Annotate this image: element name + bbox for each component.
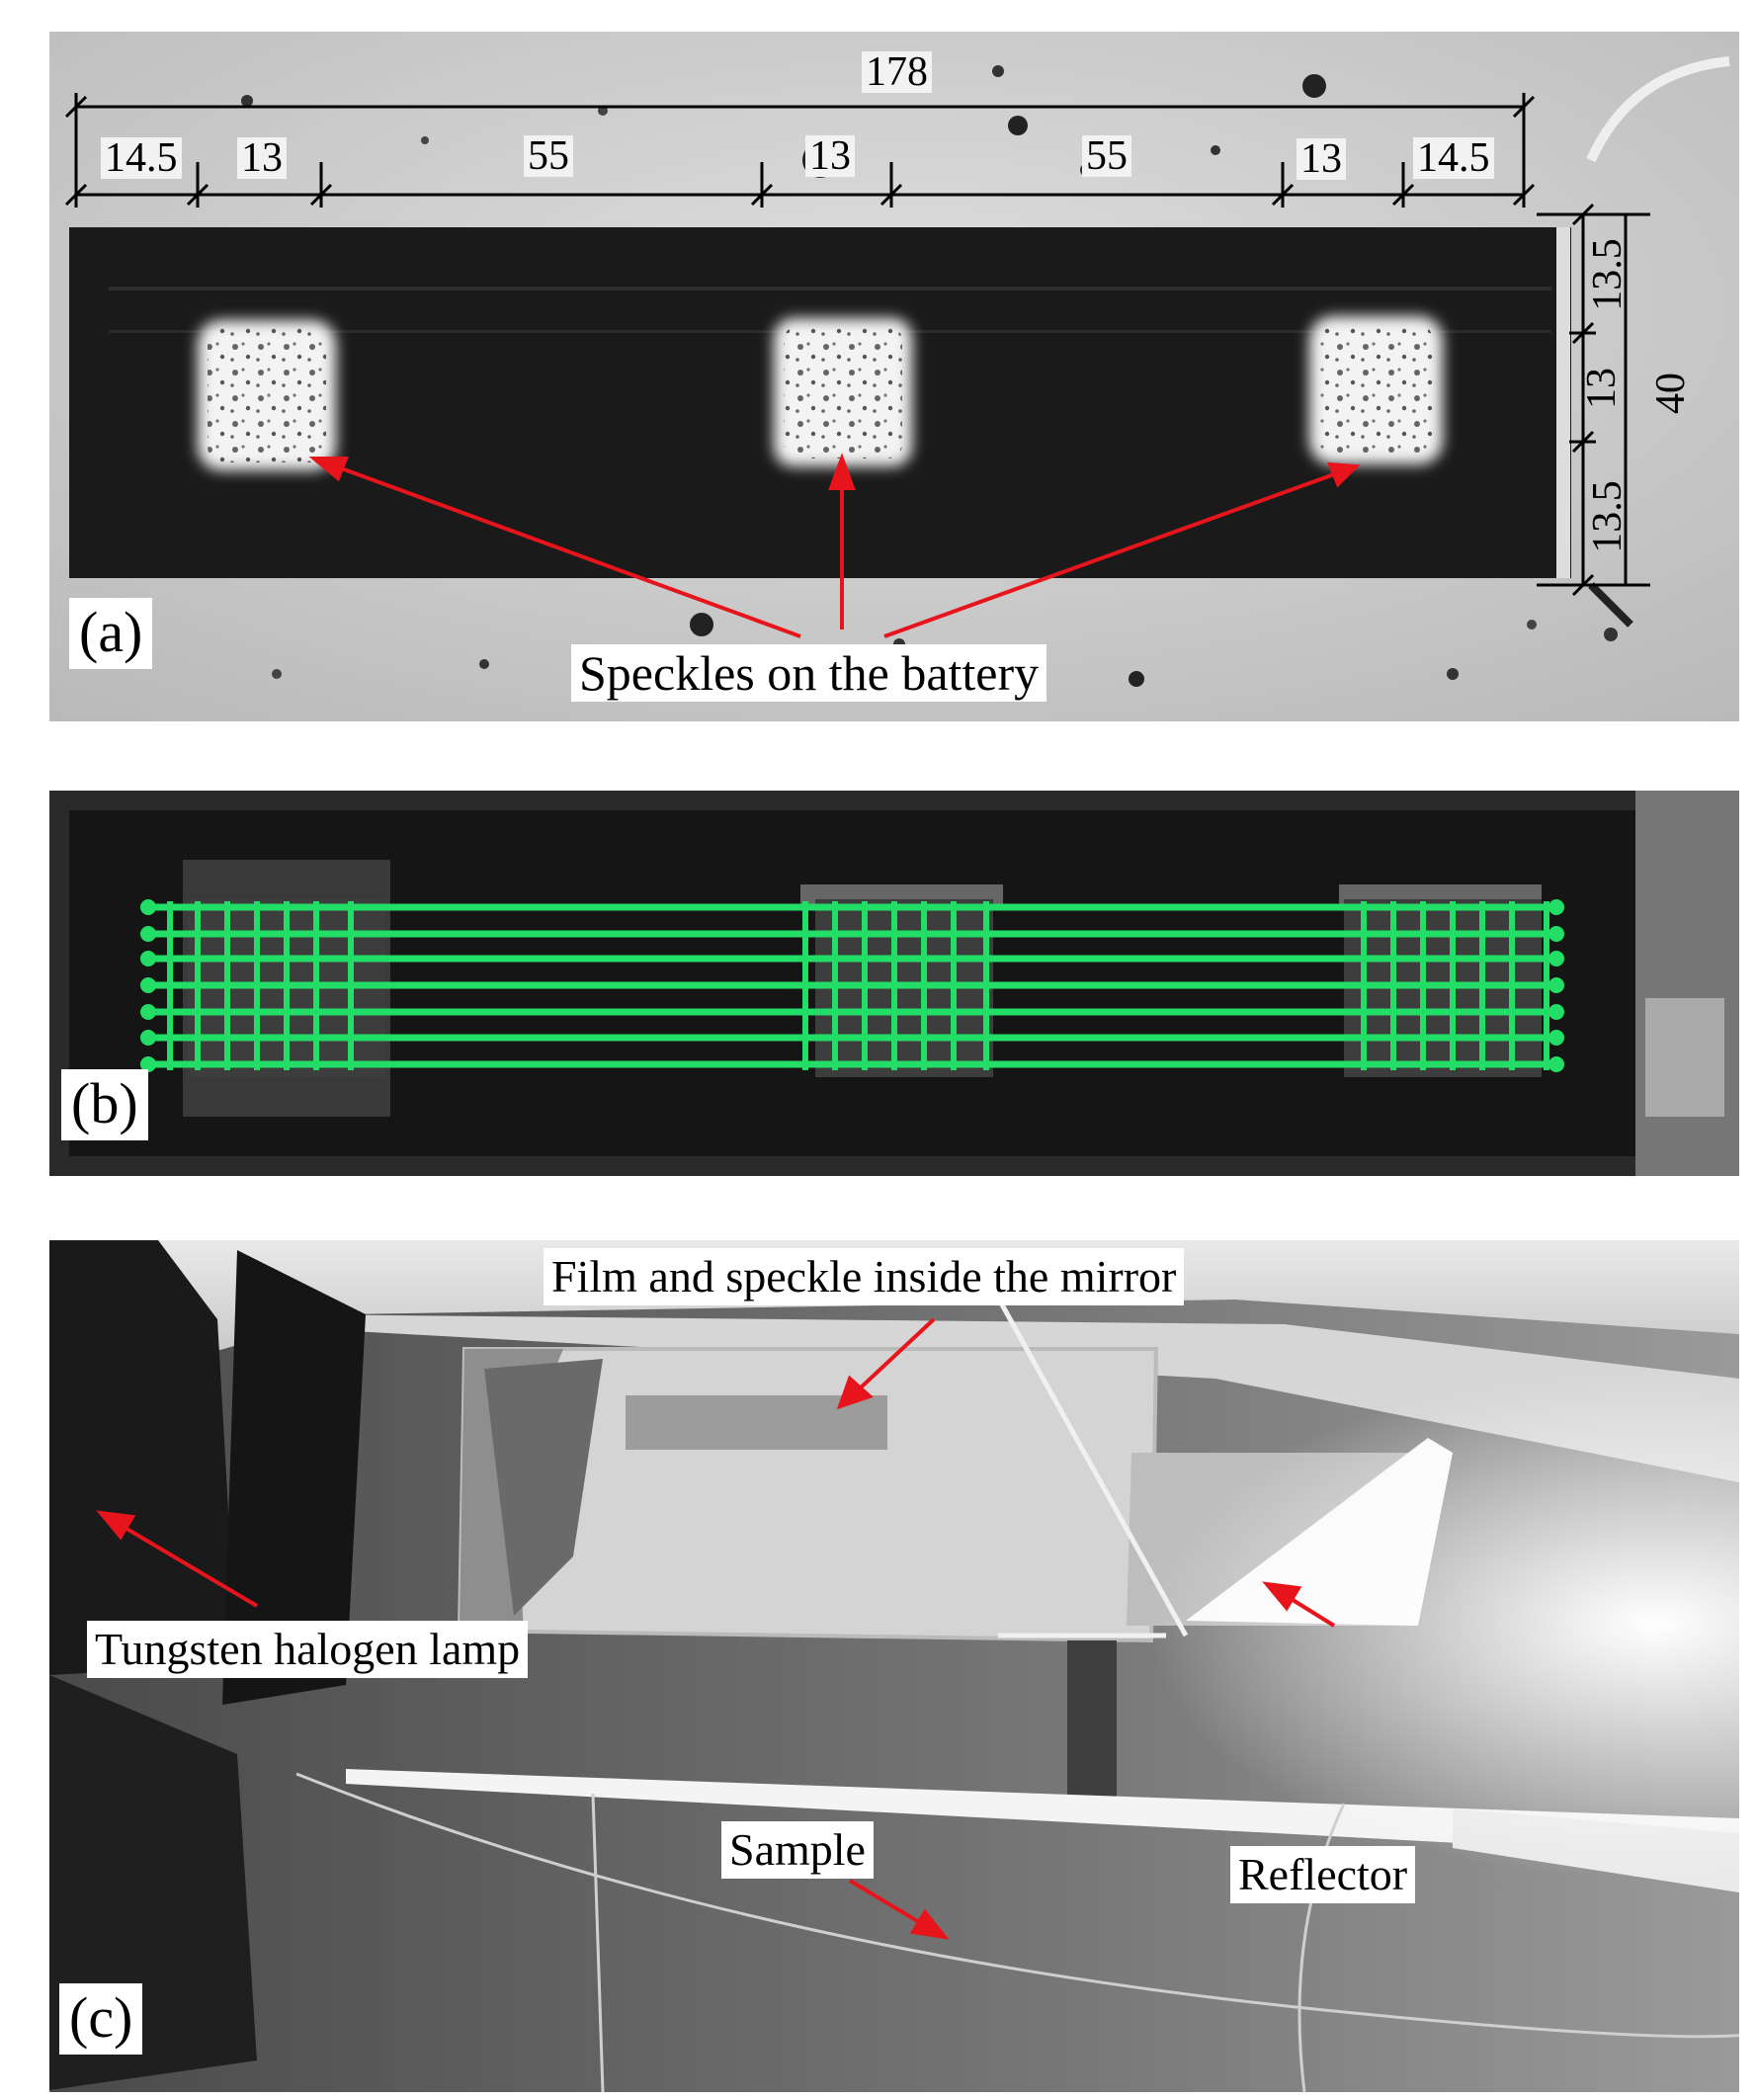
panel-b-label: (b) [61,1069,148,1140]
dim-segment-4: 13 [805,135,855,177]
annotation-film-and-speckle: Film and speckle inside the mirror [544,1248,1185,1305]
dim-segment-7: 14.5 [1413,137,1494,179]
dim-segment-5: 55 [1082,135,1131,177]
annotation-speckles-on-battery: Speckles on the battery [571,644,1047,702]
dim-total-length: 178 [862,51,932,93]
panel-a-label: (a) [69,598,153,669]
panel-b: (b) [49,791,1739,1176]
dim-segment-3: 55 [524,135,573,177]
dim-vertical-mid: 13 [1579,368,1625,409]
dim-vertical-total: 40 [1648,373,1694,414]
dim-segment-1: 14.5 [101,137,182,179]
dim-vertical-bottom: 13.5 [1584,480,1631,553]
panel-b-background [49,791,1739,1176]
panel-c-label: (c) [59,1983,143,2055]
dim-vertical-top: 13.5 [1584,238,1631,311]
annotation-tungsten-lamp: Tungsten halogen lamp [87,1621,529,1678]
annotation-reflector: Reflector [1230,1846,1416,1903]
annotation-sample: Sample [721,1821,874,1879]
dim-segment-2: 13 [237,137,287,179]
panel-c: Film and speckle inside the mirror Tungs… [49,1240,1739,2092]
panel-c-background [49,1240,1739,2092]
dim-segment-6: 13 [1297,138,1346,180]
panel-a: 178 14.5 13 55 13 55 13 14.5 13.5 13 13.… [49,32,1739,721]
